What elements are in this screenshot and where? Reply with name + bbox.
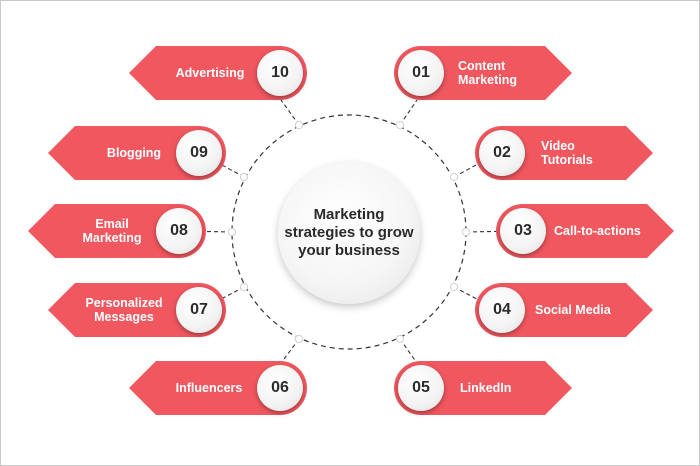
connector-1 [399,99,418,126]
strategy-02: 02 Video Tutorials [475,126,653,180]
strategy-label: Call-to-actions [554,224,641,238]
number-badge: 08 [156,208,202,254]
number-badge: 03 [500,208,546,254]
number-badge: 04 [479,287,525,333]
strategy-label: Video Tutorials [541,139,593,167]
strategy-label: Email Marketing [82,217,142,245]
number-badge: 09 [176,130,222,176]
strategy-10: 10 Advertising [129,46,307,100]
ring-dot-10 [294,120,304,130]
strategy-label: Blogging [106,146,162,160]
strategy-label: Advertising [175,66,245,80]
center-hub: Marketing strategies to grow your busine… [278,162,420,304]
connector-4 [453,286,499,311]
ring-dot-9 [239,172,249,182]
ring-dot-2 [449,172,459,182]
connector-5 [399,338,418,364]
strategy-label: Social Media [535,303,611,317]
strategy-05: 05 LinkedIn [394,361,572,415]
ring-dot-5 [395,334,405,344]
ring-dot-6 [294,334,304,344]
connector-2 [453,152,499,178]
number-badge: 01 [398,50,444,96]
number-badge: 02 [479,130,525,176]
strategy-06: 06 Influencers [129,361,307,415]
ring-dot-1 [395,120,405,130]
strategy-09: 09 Blogging [48,126,226,180]
connector-6 [280,338,300,364]
strategy-label: LinkedIn [460,381,512,395]
ring-dot-8 [227,227,237,237]
ring-dot-4 [449,282,459,292]
connector-9 [199,152,245,178]
strategy-07: 07 Personalized Messages [48,283,226,337]
strategy-label: Influencers [175,381,243,395]
ring-dot-3 [461,227,471,237]
strategy-04: 04 Social Media [475,283,653,337]
connector-10 [280,99,300,126]
ring-dot-7 [239,282,249,292]
number-badge: 05 [398,365,444,411]
number-badge: 10 [257,50,303,96]
strategy-label: Content Marketing [458,59,518,87]
center-title: Marketing strategies to grow your busine… [284,206,414,259]
strategy-01: 01 Content Marketing [394,46,572,100]
strategy-03: 03 Call-to-actions [496,204,674,258]
number-badge: 06 [257,365,303,411]
strategy-08: 08 Email Marketing [28,204,206,258]
number-badge: 07 [176,287,222,333]
strategy-label: Personalized Messages [85,296,163,324]
